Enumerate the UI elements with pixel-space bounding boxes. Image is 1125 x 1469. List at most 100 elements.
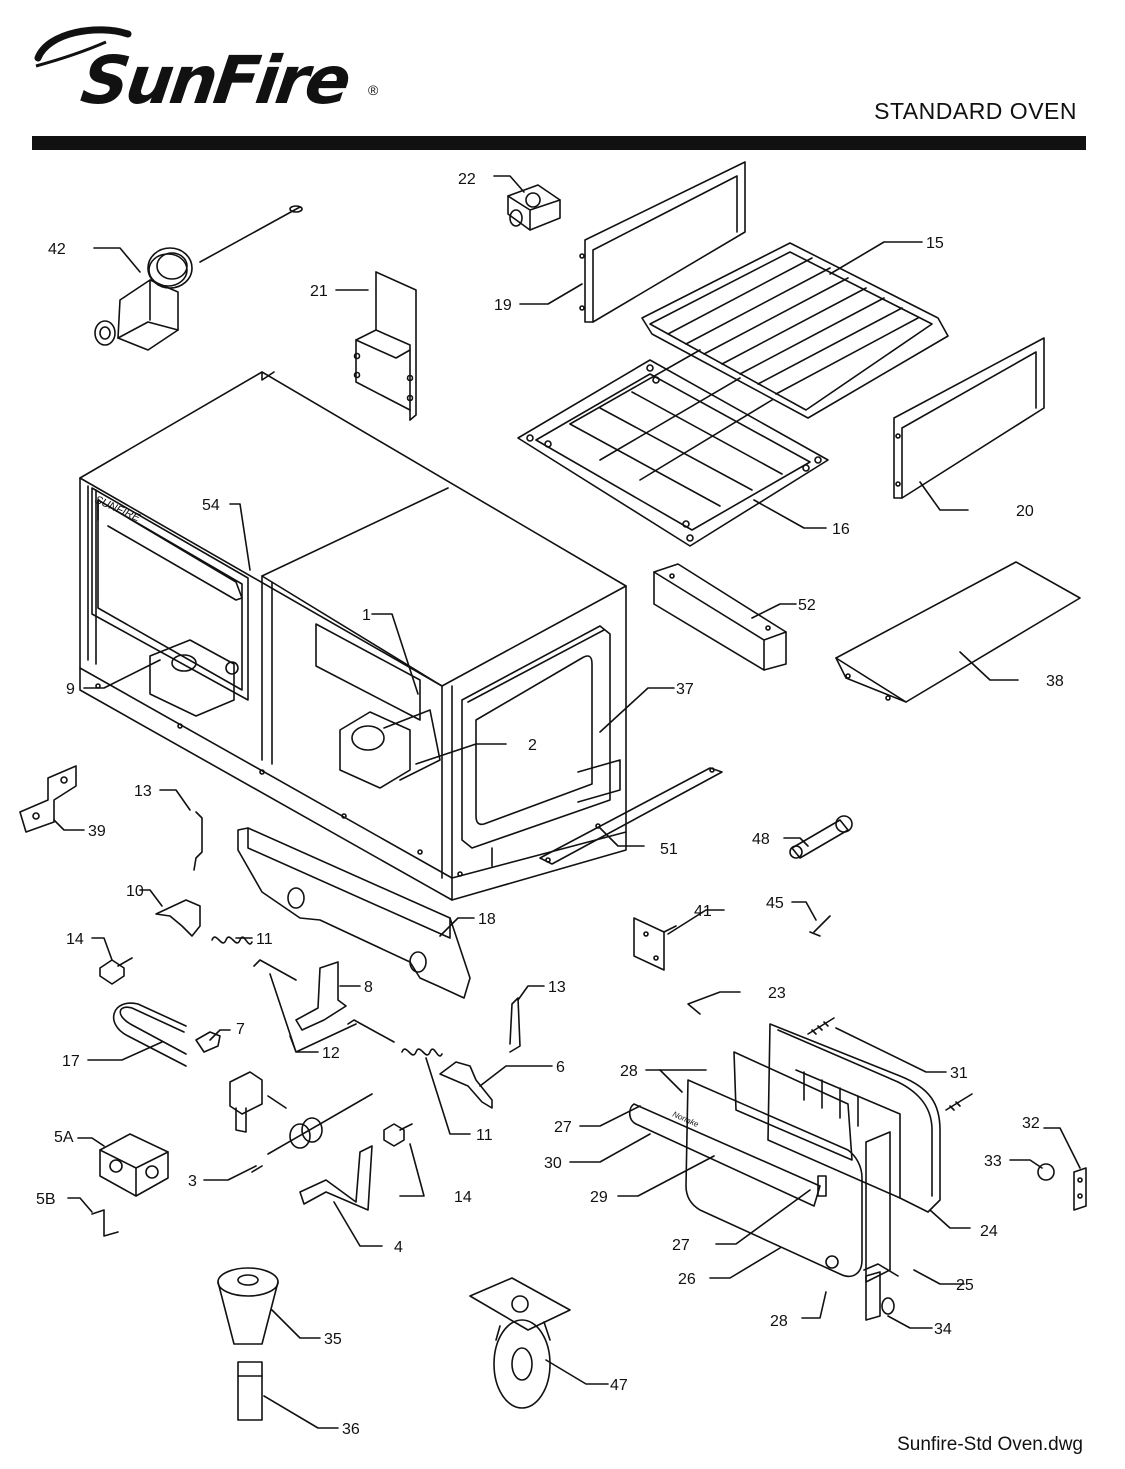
callout-19: 19 bbox=[494, 297, 512, 314]
callout-11: 11 bbox=[256, 931, 273, 948]
leader-lines bbox=[53, 175, 1081, 1429]
callout-22: 22 bbox=[458, 171, 476, 188]
callout-7: 8 bbox=[364, 979, 373, 996]
part-9-bracket bbox=[155, 899, 201, 937]
part-39-deflector bbox=[835, 561, 1081, 703]
part-5A-gas-valve bbox=[99, 1133, 169, 1197]
callout-54: 54 bbox=[202, 497, 220, 514]
callout-1: 1 bbox=[362, 607, 371, 624]
callout-5A: 5A bbox=[54, 1129, 74, 1146]
callout-35: 35 bbox=[324, 1331, 342, 1348]
part-17-u-tube bbox=[112, 1002, 187, 1067]
part-42-bracket bbox=[633, 917, 677, 971]
callout-11-lower: 11 bbox=[476, 1127, 493, 1144]
callout-26: 26 bbox=[678, 1271, 696, 1288]
drawing-filename: Sunfire-Std Oven.dwg bbox=[897, 1434, 1083, 1455]
part-12-linkage-lower bbox=[347, 1019, 395, 1043]
header-rule bbox=[32, 136, 1086, 150]
callout-20: 20 bbox=[1016, 503, 1034, 520]
part-7-bracket bbox=[295, 961, 347, 1031]
part-36-foot bbox=[237, 1361, 263, 1421]
callout-25: 25 bbox=[956, 1277, 974, 1294]
callout-16: 16 bbox=[832, 521, 850, 538]
part-3-pilot-burner bbox=[251, 1093, 373, 1173]
callout-6: 7 bbox=[236, 1021, 245, 1038]
callout-39: 38 bbox=[1046, 673, 1064, 690]
part-47-pin bbox=[809, 915, 831, 937]
callout-15: 15 bbox=[926, 235, 944, 252]
callout-9: 10 bbox=[126, 883, 144, 900]
callout-52: 52 bbox=[798, 597, 816, 614]
callout-13-right: 13 bbox=[548, 979, 566, 996]
callout-33: 33 bbox=[984, 1153, 1002, 1170]
part-52-channel bbox=[653, 563, 787, 671]
callout-36: 36 bbox=[342, 1421, 360, 1438]
part-31-screw-lower bbox=[945, 1093, 973, 1111]
callout-24: 24 bbox=[980, 1223, 998, 1240]
logo-swoosh-icon bbox=[34, 26, 132, 68]
callout-27-lower: 27 bbox=[672, 1237, 690, 1254]
oven-cabinet: SUNFIRE bbox=[79, 371, 627, 901]
part-10-bracket bbox=[439, 1061, 493, 1109]
part-18-manifold-bracket bbox=[237, 827, 471, 999]
callout-45: 42 bbox=[48, 241, 66, 258]
callout-14: 14 bbox=[66, 931, 84, 948]
callout-48: 48 bbox=[752, 831, 770, 848]
callout-27: 27 bbox=[554, 1119, 572, 1136]
callout-41: 39 bbox=[88, 823, 106, 840]
part-6-fitting bbox=[195, 1031, 221, 1053]
part-4-rod bbox=[299, 1145, 373, 1211]
part-13-rod-right bbox=[509, 997, 521, 1053]
callout-38: 37 bbox=[676, 681, 694, 698]
callout-12: 12 bbox=[322, 1045, 340, 1062]
callout-5B: 5B bbox=[36, 1191, 56, 1208]
callout-17: 17 bbox=[62, 1053, 80, 1070]
callout-37: 47 bbox=[610, 1377, 628, 1394]
callout-8: 9 bbox=[66, 681, 75, 698]
part-11-spring-lower bbox=[401, 1048, 443, 1057]
callout-28: 28 bbox=[620, 1063, 638, 1080]
callout-21: 21 bbox=[310, 283, 328, 300]
part-14-bolt-lower bbox=[383, 1123, 413, 1147]
callout-23: 23 bbox=[768, 985, 786, 1002]
part-15-oven-rack bbox=[641, 242, 949, 419]
part-51-strip bbox=[539, 767, 723, 865]
callout-13: 13 bbox=[134, 783, 152, 800]
callout-34: 34 bbox=[934, 1321, 952, 1338]
callout-10: 6 bbox=[556, 1059, 565, 1076]
part-19-rack-side bbox=[579, 161, 746, 323]
part-48-fitting bbox=[789, 815, 853, 859]
callout-18: 18 bbox=[478, 911, 496, 928]
part-21-flue-bracket bbox=[353, 271, 417, 421]
part-31-screw bbox=[807, 1017, 835, 1035]
part-16-hearth-frame bbox=[517, 349, 829, 547]
callout-3: 3 bbox=[188, 1173, 197, 1190]
part-11-spring bbox=[211, 936, 253, 945]
part-45-thermostat bbox=[94, 205, 303, 351]
callout-labels: 42 22 21 19 15 20 16 54 1 52 38 37 2 9 1… bbox=[36, 171, 1064, 1438]
part-13-rod bbox=[193, 811, 203, 871]
document-title: STANDARD OVEN bbox=[874, 98, 1077, 124]
callout-14-lower: 14 bbox=[454, 1189, 472, 1206]
callout-51: 51 bbox=[660, 841, 678, 858]
part-22-valve-block bbox=[507, 184, 561, 231]
callout-42: 41 bbox=[694, 903, 712, 920]
callout-47: 45 bbox=[766, 895, 784, 912]
part-12-linkage bbox=[253, 959, 297, 981]
callout-31: 31 bbox=[950, 1065, 968, 1082]
callout-28-lower: 28 bbox=[770, 1313, 788, 1330]
callout-30: 30 bbox=[544, 1155, 562, 1172]
callout-32: 32 bbox=[1022, 1115, 1040, 1132]
pilot-assembly bbox=[229, 1071, 287, 1133]
callout-4: 4 bbox=[394, 1239, 403, 1256]
door-assembly: Norlake bbox=[628, 1023, 941, 1321]
callout-29: 29 bbox=[590, 1189, 608, 1206]
registered-mark: ® bbox=[368, 82, 379, 98]
callout-2: 2 bbox=[528, 737, 537, 754]
part-5B-bracket bbox=[91, 1209, 119, 1237]
part-35-leg bbox=[217, 1267, 279, 1345]
part-33-washer bbox=[1037, 1163, 1055, 1181]
sunfire-logo: SunFire ® bbox=[28, 20, 388, 130]
